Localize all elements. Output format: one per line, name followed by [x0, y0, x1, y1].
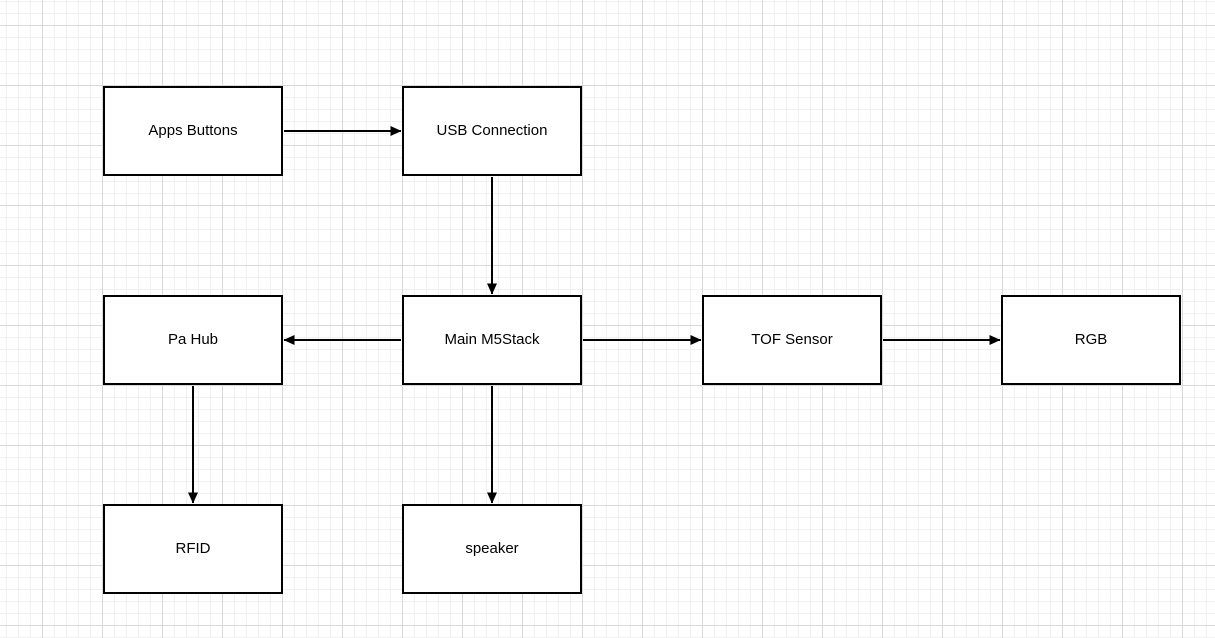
- node-main-m5stack[interactable]: Main M5Stack: [402, 295, 582, 385]
- node-rfid[interactable]: RFID: [103, 504, 283, 594]
- node-label: TOF Sensor: [751, 331, 833, 348]
- node-pa-hub[interactable]: Pa Hub: [103, 295, 283, 385]
- node-speaker[interactable]: speaker: [402, 504, 582, 594]
- node-tof-sensor[interactable]: TOF Sensor: [702, 295, 882, 385]
- node-label: speaker: [465, 540, 519, 557]
- node-label: RGB: [1074, 331, 1108, 348]
- node-label: RFID: [175, 540, 211, 557]
- node-label: Apps Buttons: [148, 122, 238, 139]
- node-label: USB Connection: [436, 122, 548, 139]
- node-apps-buttons[interactable]: Apps Buttons: [103, 86, 283, 176]
- node-label: Pa Hub: [167, 331, 219, 348]
- node-usb-connection[interactable]: USB Connection: [402, 86, 582, 176]
- node-label: Main M5Stack: [444, 331, 540, 348]
- node-rgb[interactable]: RGB: [1001, 295, 1181, 385]
